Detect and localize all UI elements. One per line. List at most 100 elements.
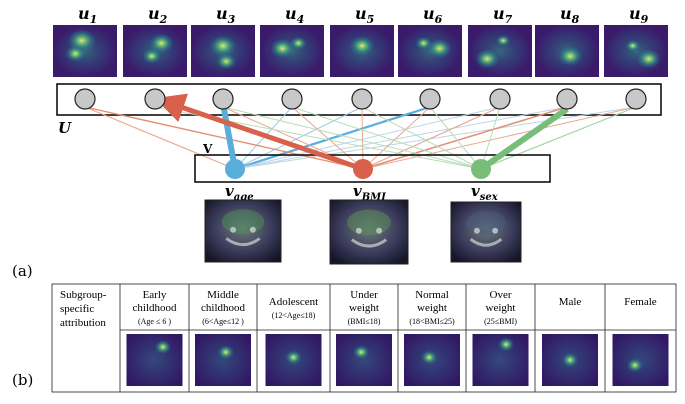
connection-line: [234, 105, 431, 171]
u-attention-map-9: [604, 25, 668, 77]
u-attention-map-8: [535, 25, 599, 77]
subgroup-range: (18<BMI≤25): [409, 317, 455, 326]
subgroup-name: Early: [143, 289, 167, 301]
connection-line: [480, 106, 637, 170]
v-label-bmi: vBMI: [353, 182, 386, 203]
subgroup-name: weight: [486, 302, 516, 314]
u-node-7: [489, 88, 511, 110]
panel-b-label: (b): [12, 371, 33, 389]
u-attention-map-1: [53, 25, 117, 77]
subgroup-name: Over: [490, 289, 512, 301]
u-attention-map-5: [330, 25, 394, 77]
v-node-bmi: [353, 159, 373, 179]
subgroup-heatmap: [195, 334, 251, 386]
u-label-4: u4: [285, 4, 304, 26]
panel-a-label: (a): [12, 262, 33, 280]
u-attention-map-6: [398, 25, 462, 77]
connection-line: [234, 106, 637, 170]
subgroup-name: weight: [349, 302, 379, 314]
subgroup-name: weight: [417, 302, 447, 314]
u-label-6: u6: [423, 4, 443, 26]
u-node-1: [74, 88, 96, 110]
subgroup-column-8: Female: [604, 284, 669, 392]
connection-line: [429, 106, 482, 170]
subgroup-range: (25≤BMI): [484, 317, 517, 326]
subgroup-name: Adolescent: [269, 296, 318, 308]
connection-line: [234, 106, 568, 170]
subgroup-heatmap: [404, 334, 460, 386]
connection-line: [84, 106, 364, 170]
connection-line: [361, 106, 482, 170]
row-header-line: attribution: [60, 317, 106, 329]
subgroup-column-3: Adolescent(12<Age≤18): [256, 284, 322, 392]
subgroup-range: (Age ≤ 6 ): [138, 317, 171, 326]
u-node-9: [625, 88, 647, 110]
connection-line: [361, 106, 364, 170]
connection-line: [480, 106, 501, 170]
v-attribution-image-sex: [450, 201, 522, 263]
bmi-strong-connection: [154, 93, 364, 172]
v-box-label: V: [202, 142, 213, 156]
subgroup-range: (BMI≤18): [348, 317, 381, 326]
age-strong-connection: [221, 108, 238, 170]
v-attribution-image-age: [204, 199, 282, 263]
u-node-2: [144, 88, 166, 110]
v-label-age: vage: [225, 182, 254, 203]
u-label-7: u7: [493, 4, 513, 26]
subgroup-name: Under: [350, 289, 378, 301]
connection-line: [291, 106, 482, 170]
u-label-3: u3: [216, 4, 236, 26]
u-label-2: u2: [148, 4, 168, 26]
u-attention-map-2: [123, 25, 187, 77]
subgroup-heatmap: [612, 334, 669, 386]
subgroup-heatmap: [265, 334, 322, 386]
connection-line: [234, 106, 363, 170]
v-node-sex: [471, 159, 491, 179]
subgroup-name: Normal: [415, 289, 449, 301]
subgroup-heatmap: [336, 334, 392, 386]
v-attribution-image-bmi: [329, 199, 409, 265]
u-label-5: u5: [355, 4, 374, 26]
connection-line: [362, 106, 501, 170]
u-node-4: [281, 88, 303, 110]
connection-line: [362, 106, 568, 170]
subgroup-name: Middle: [207, 289, 239, 301]
v-node-age: [225, 159, 245, 179]
u-label-8: u8: [560, 4, 580, 26]
row-header-line: specific: [60, 303, 94, 315]
connection-line: [234, 106, 501, 170]
subgroup-name: Female: [624, 296, 656, 308]
connection-line: [291, 106, 364, 170]
subgroup-heatmap: [126, 334, 183, 386]
attribution-table: [51, 283, 677, 393]
u-node-6: [419, 88, 441, 110]
subgroup-heatmap: [542, 334, 598, 386]
v-label-sex: vsex: [471, 182, 499, 203]
subgroup-name: childhood: [133, 302, 177, 314]
v-box: [194, 154, 551, 183]
sex-strong-connection: [479, 106, 569, 172]
u-node-5: [351, 88, 373, 110]
subgroup-heatmap: [472, 334, 529, 386]
u-attention-map-4: [260, 25, 324, 77]
subgroup-name: Male: [559, 296, 582, 308]
subgroup-range: (6<Age≤12 ): [202, 317, 244, 326]
subgroup-name: childhood: [201, 302, 245, 314]
u-attention-map-7: [468, 25, 532, 77]
connection-line: [362, 106, 637, 170]
subgroup-column-7: Male: [534, 284, 598, 392]
connection-line: [362, 106, 431, 170]
u-node-8: [556, 88, 578, 110]
connection-line: [84, 106, 236, 170]
u-attention-map-3: [191, 25, 255, 77]
u-node-3: [212, 88, 234, 110]
u-box-label: U: [58, 119, 72, 137]
